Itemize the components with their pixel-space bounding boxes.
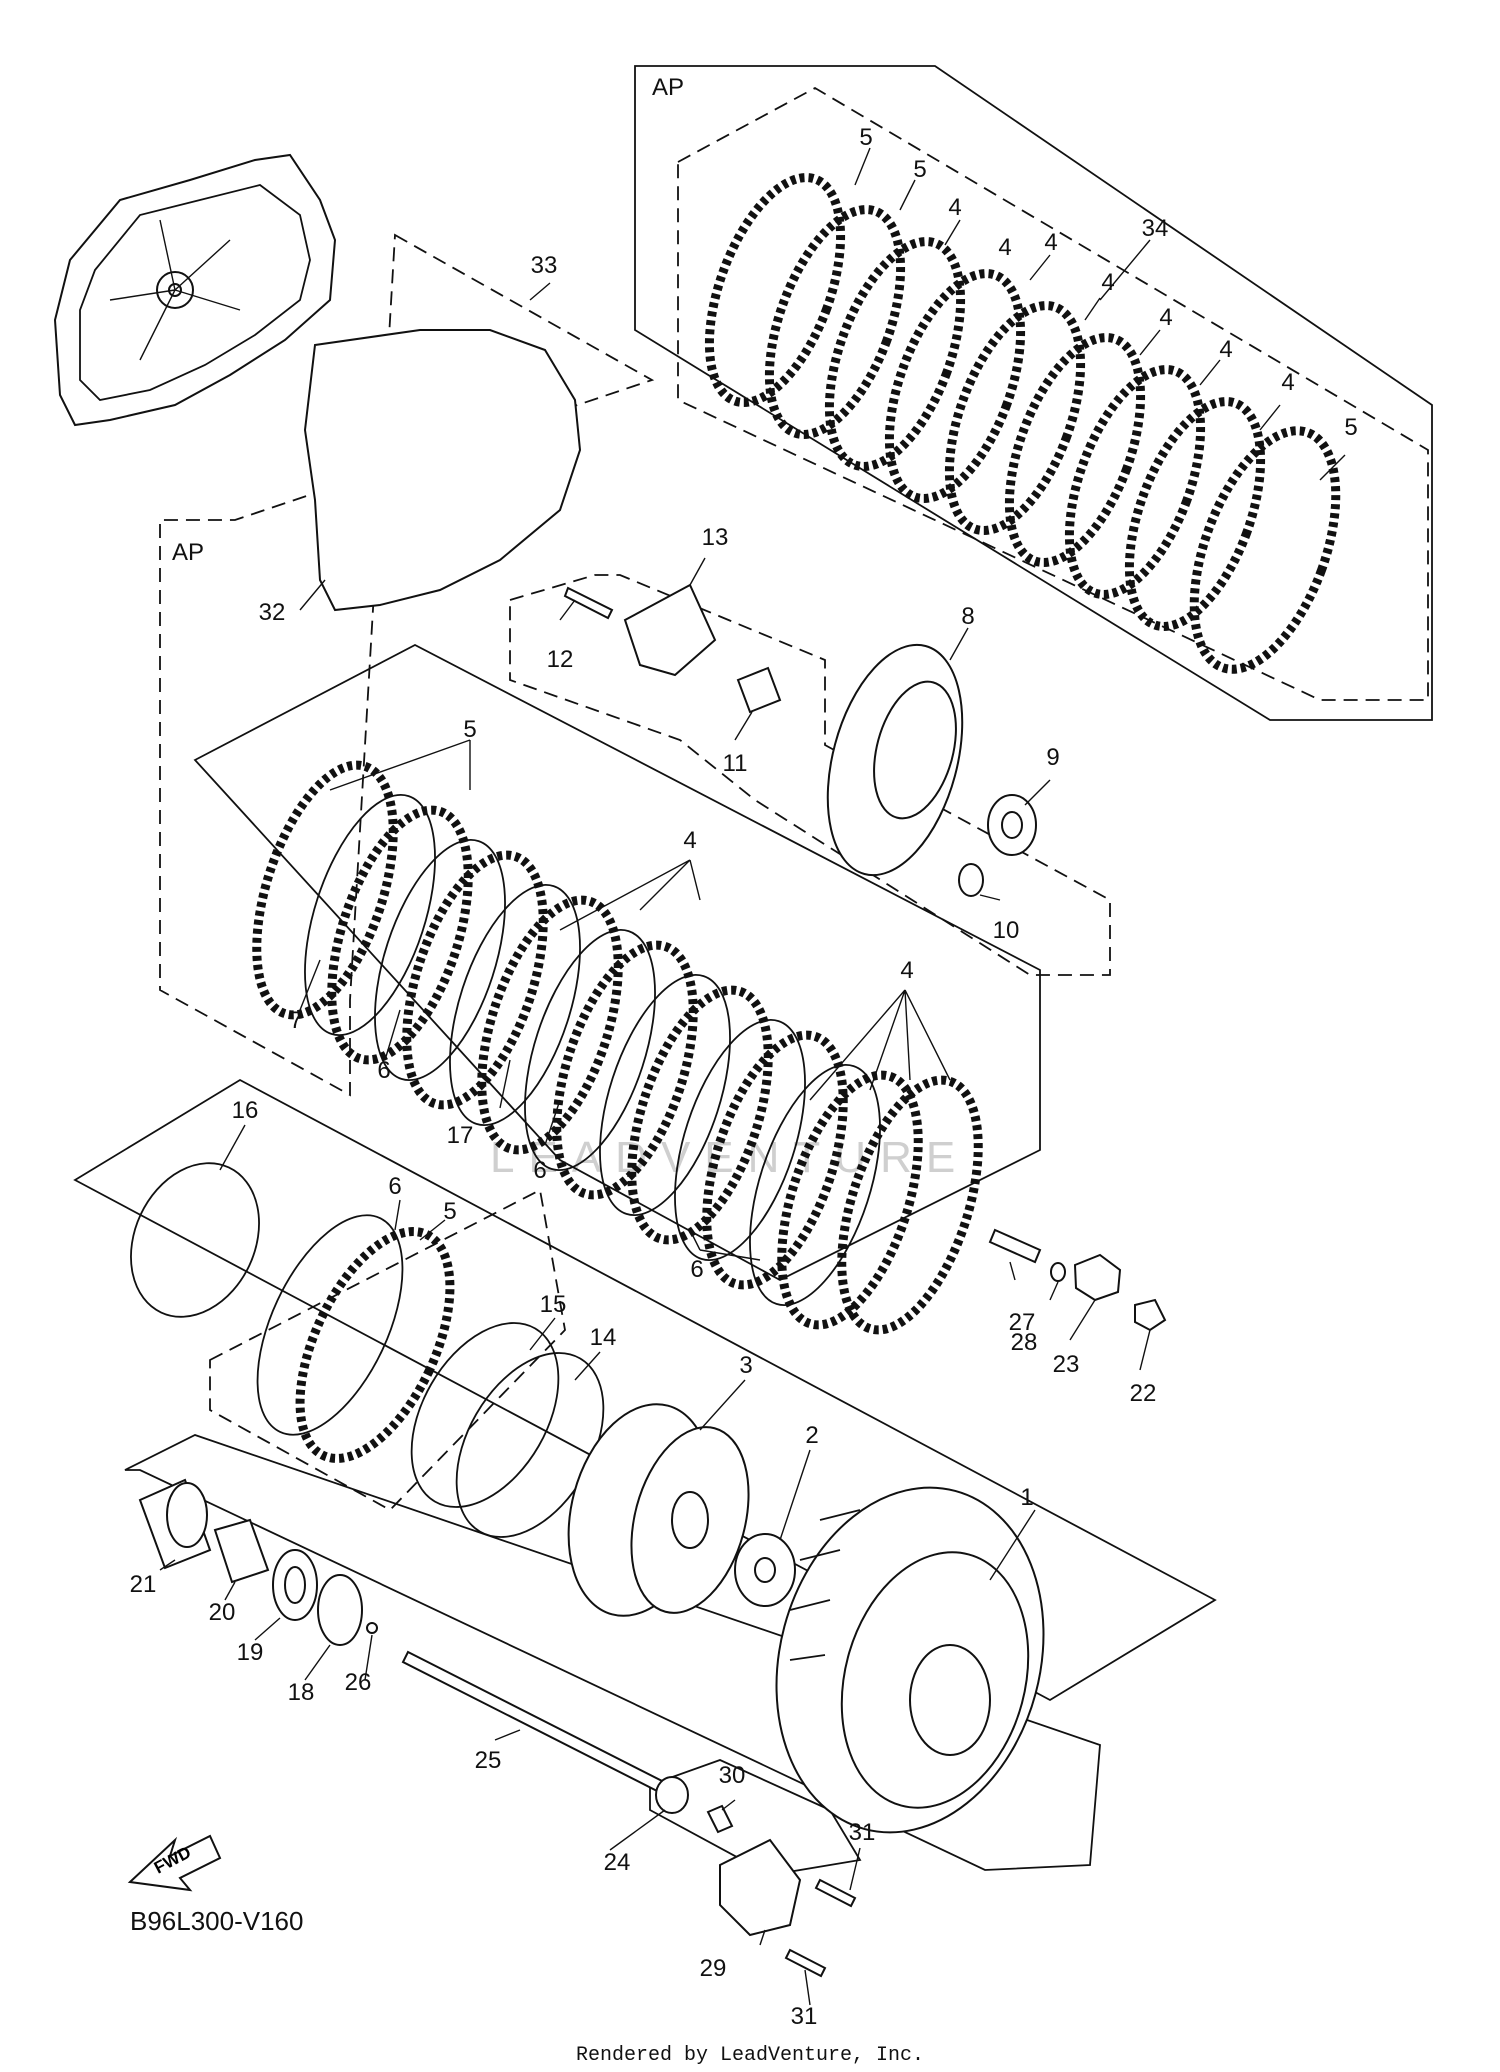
main-plate-stack <box>252 760 983 1335</box>
callout-33: 33 <box>531 252 558 279</box>
screw-27 <box>988 1228 1042 1264</box>
fwd-arrow: FWD <box>127 1834 222 1892</box>
bolt-12 <box>563 586 614 620</box>
ap-plate-set <box>704 173 1341 674</box>
nut-23 <box>1073 1253 1122 1302</box>
callout-28: 28 <box>1011 1329 1038 1356</box>
callout-4: 4 <box>683 827 696 854</box>
lower-plate-group-outline <box>209 1188 566 1512</box>
callout-3: 3 <box>739 1352 752 1379</box>
callout-5: 5 <box>463 716 476 743</box>
callout-15: 15 <box>540 1291 567 1318</box>
lever-assy-29 <box>719 1838 802 1937</box>
callout-23: 23 <box>1053 1351 1080 1378</box>
washer-18 <box>317 1574 363 1646</box>
callout-13: 13 <box>702 524 729 551</box>
clutch-cover <box>53 153 337 427</box>
pin-30 <box>706 1804 734 1834</box>
callout-6: 6 <box>533 1157 546 1184</box>
callout-17: 17 <box>447 1122 474 1149</box>
main-plate-stack-outline <box>193 643 1041 1282</box>
plate-6-lower <box>256 1214 404 1436</box>
ap-top-group-outline <box>634 65 1433 721</box>
group-label-ap-top: AP <box>652 74 684 101</box>
callout-4: 4 <box>1044 229 1057 256</box>
credit-text: Rendered by LeadVenture, Inc. <box>576 2044 924 2067</box>
callout-14: 14 <box>590 1324 617 1351</box>
boss-group-outline <box>124 1434 1101 1871</box>
bush-20 <box>213 1518 270 1584</box>
ball-26 <box>366 1622 378 1634</box>
o-ring-28 <box>1050 1262 1066 1282</box>
group-label-ap-left: AP <box>172 539 204 566</box>
callout-6: 6 <box>690 1256 703 1283</box>
kit-34-outline <box>677 86 1429 701</box>
callout-16: 16 <box>232 1097 259 1124</box>
callout-1: 1 <box>1020 1484 1033 1511</box>
callout-4: 4 <box>900 957 913 984</box>
clutch-boss-3 <box>567 1403 750 1617</box>
callout-31: 31 <box>849 1819 876 1846</box>
callout-34: 34 <box>1142 215 1169 242</box>
callout-5: 5 <box>1344 414 1357 441</box>
callout-5: 5 <box>859 124 872 151</box>
circlip-10 <box>958 863 984 897</box>
callout-5: 5 <box>913 156 926 183</box>
callout-21: 21 <box>130 1571 157 1598</box>
pull-rod-end-24 <box>655 1776 689 1814</box>
callout-31: 31 <box>791 2003 818 2030</box>
callout-30: 30 <box>719 1762 746 1789</box>
washer-22 <box>1134 1298 1167 1332</box>
callout-2: 2 <box>805 1422 818 1449</box>
callout-6: 6 <box>388 1173 401 1200</box>
callout-20: 20 <box>209 1599 236 1626</box>
callout-4: 4 <box>998 234 1011 261</box>
callout-12: 12 <box>547 646 574 673</box>
callout-7: 7 <box>289 1007 302 1034</box>
callout-4: 4 <box>1219 336 1232 363</box>
ring-15 <box>410 1322 560 1508</box>
callout-4: 4 <box>948 194 961 221</box>
callout-29: 29 <box>700 1955 727 1982</box>
pushrod-group-outline <box>649 1759 862 1876</box>
diagram-code: B96L300-V160 <box>130 1906 303 1936</box>
callout-8: 8 <box>961 603 974 630</box>
plate-5-lower <box>295 1227 455 1463</box>
bolt-31-b <box>784 1948 827 1978</box>
retainer-plate-13 <box>623 583 717 677</box>
pressure-plate-8 <box>826 643 964 877</box>
callout-4: 4 <box>1101 269 1114 296</box>
callout-4: 4 <box>1281 369 1294 396</box>
callout-4: 4 <box>1159 304 1172 331</box>
gasket-32 <box>303 329 582 612</box>
callout-19: 19 <box>237 1639 264 1666</box>
ap-left-group-outline <box>159 233 655 1097</box>
callout-10: 10 <box>993 917 1020 944</box>
clutch-housing-1 <box>775 1486 1045 1834</box>
callout-18: 18 <box>288 1679 315 1706</box>
bolt-31-a <box>814 1878 857 1908</box>
callout-labels: 1 2 3 4 4 4 4 4 4 4 4 4 5 5 5 5 5 6 6 6 … <box>130 124 1358 2030</box>
callout-9: 9 <box>1046 744 1059 771</box>
callout-26: 26 <box>345 1669 372 1696</box>
callout-6: 6 <box>377 1057 390 1084</box>
callout-5: 5 <box>443 1198 456 1225</box>
push-rod-25 <box>401 1650 672 1797</box>
callout-24: 24 <box>604 1849 631 1876</box>
callout-22: 22 <box>1130 1380 1157 1407</box>
callout-32: 32 <box>259 599 286 626</box>
callout-27: 27 <box>1009 1309 1036 1336</box>
pressure-plate-group-outline <box>509 574 1111 976</box>
spring-11 <box>736 666 782 714</box>
callout-11: 11 <box>723 750 748 777</box>
callout-25: 25 <box>475 1747 502 1774</box>
leader-lines <box>159 147 1346 2006</box>
wire-ring-16 <box>130 1162 260 1318</box>
